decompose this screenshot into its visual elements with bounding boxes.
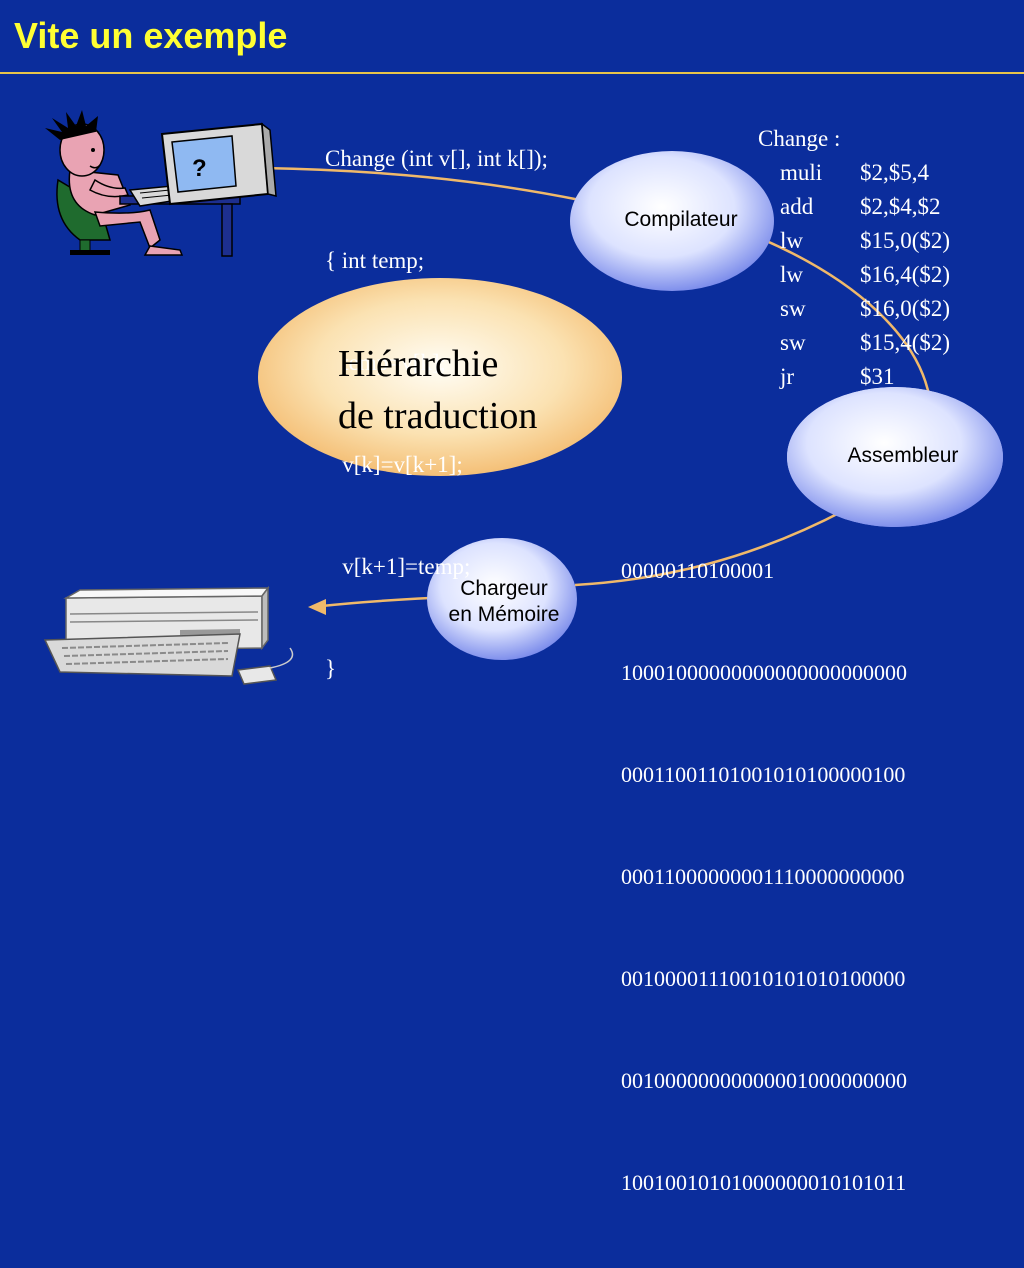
assembly-args: $15,0($2): [860, 228, 951, 253]
assembly-row: sw $16,0($2): [758, 292, 950, 326]
arrow-left-icon: [308, 599, 326, 615]
assembly-args: $15,4($2): [860, 330, 951, 355]
title-divider: [0, 72, 1024, 74]
assembly-row: add $2,$4,$2: [758, 190, 950, 224]
assembly-args: $2,$5,4: [860, 160, 929, 185]
loader-label-line: en Mémoire: [448, 603, 560, 626]
source-code-line: { int temp;: [325, 248, 425, 273]
compiler-label: Compilateur: [624, 208, 738, 231]
assembly-op: lw: [780, 228, 803, 253]
assembly-row: jr $31: [758, 360, 950, 394]
machine-code-line: 00011001101001010100000100: [621, 762, 906, 787]
assembly-row: lw $15,0($2): [758, 224, 950, 258]
machine-code-line: 00100001110010101010100000: [621, 966, 906, 991]
assembly-row: lw $16,4($2): [758, 258, 950, 292]
assembly-op: add: [780, 194, 814, 219]
machine-code-line: 10001000000000000000000000: [621, 660, 907, 685]
source-code-line: Change (int v[], int k[]);: [325, 146, 548, 171]
source-code-block: Change (int v[], int k[]); { int temp; t…: [325, 74, 548, 754]
diagram-canvas: ?: [43, 110, 1003, 685]
flow-line-assembler-to-loader: [574, 508, 846, 587]
slide: ? Vite un exemple Change (int v[], int k…: [0, 15, 1024, 1195]
page-title: Vite un exemple: [14, 15, 288, 56]
assembly-block: Change : muli $2,$5,4 add $2,$4,$2 lw $1…: [758, 122, 950, 394]
flow-line-loader-to-computer: [321, 596, 431, 608]
center-ellipse: [258, 278, 622, 476]
machine-code-block: 00000110100001 1000100000000000000000000…: [621, 486, 907, 1268]
desktop-computer-icon: [43, 585, 294, 685]
assembly-args: $2,$4,$2: [860, 194, 941, 219]
assembly-op: jr: [780, 364, 795, 389]
assembly-args: $16,4($2): [860, 262, 951, 287]
assembly-label: Change :: [758, 126, 841, 151]
source-code-line: }: [325, 656, 337, 681]
monitor-question-mark: ?: [192, 155, 207, 182]
machine-code-line: 10010010101000000010101011: [621, 1170, 907, 1195]
machine-code-line: 00100000000000001000000000: [621, 1068, 907, 1093]
loader-label: Chargeur en Mémoire: [432, 576, 576, 628]
flow-line-compiler-to-assembler: [754, 234, 932, 401]
assembly-op: sw: [780, 330, 806, 355]
assembly-op: lw: [780, 262, 803, 287]
assembly-op: muli: [780, 160, 823, 185]
source-code-line: v[k]=v[k+1];: [325, 452, 463, 477]
center-label: Hiérarchie de traduction: [338, 338, 537, 442]
source-code-line: temp=v[k];: [325, 350, 446, 375]
assembler-label: Assembleur: [847, 444, 959, 467]
loader-bubble[interactable]: [427, 538, 577, 660]
flow-line-to-compiler: [261, 166, 581, 202]
assembly-args: $16,0($2): [860, 296, 951, 321]
machine-code-line: 00000110100001: [621, 558, 775, 583]
center-label-line: de traduction: [338, 395, 538, 437]
compiler-bubble[interactable]: [570, 151, 774, 291]
assembly-row: sw $15,4($2): [758, 326, 950, 360]
center-label-line: Hiérarchie: [338, 343, 499, 385]
machine-code-line: 00011000000001110000000000: [621, 864, 905, 889]
source-code-line: v[k+1]=temp;: [325, 554, 471, 579]
assembly-row: muli $2,$5,4: [758, 156, 950, 190]
assembly-op: sw: [780, 296, 806, 321]
loader-label-line: Chargeur: [460, 577, 548, 600]
assembly-args: $31: [860, 364, 895, 389]
thinking-person-at-computer-icon: [45, 110, 277, 257]
